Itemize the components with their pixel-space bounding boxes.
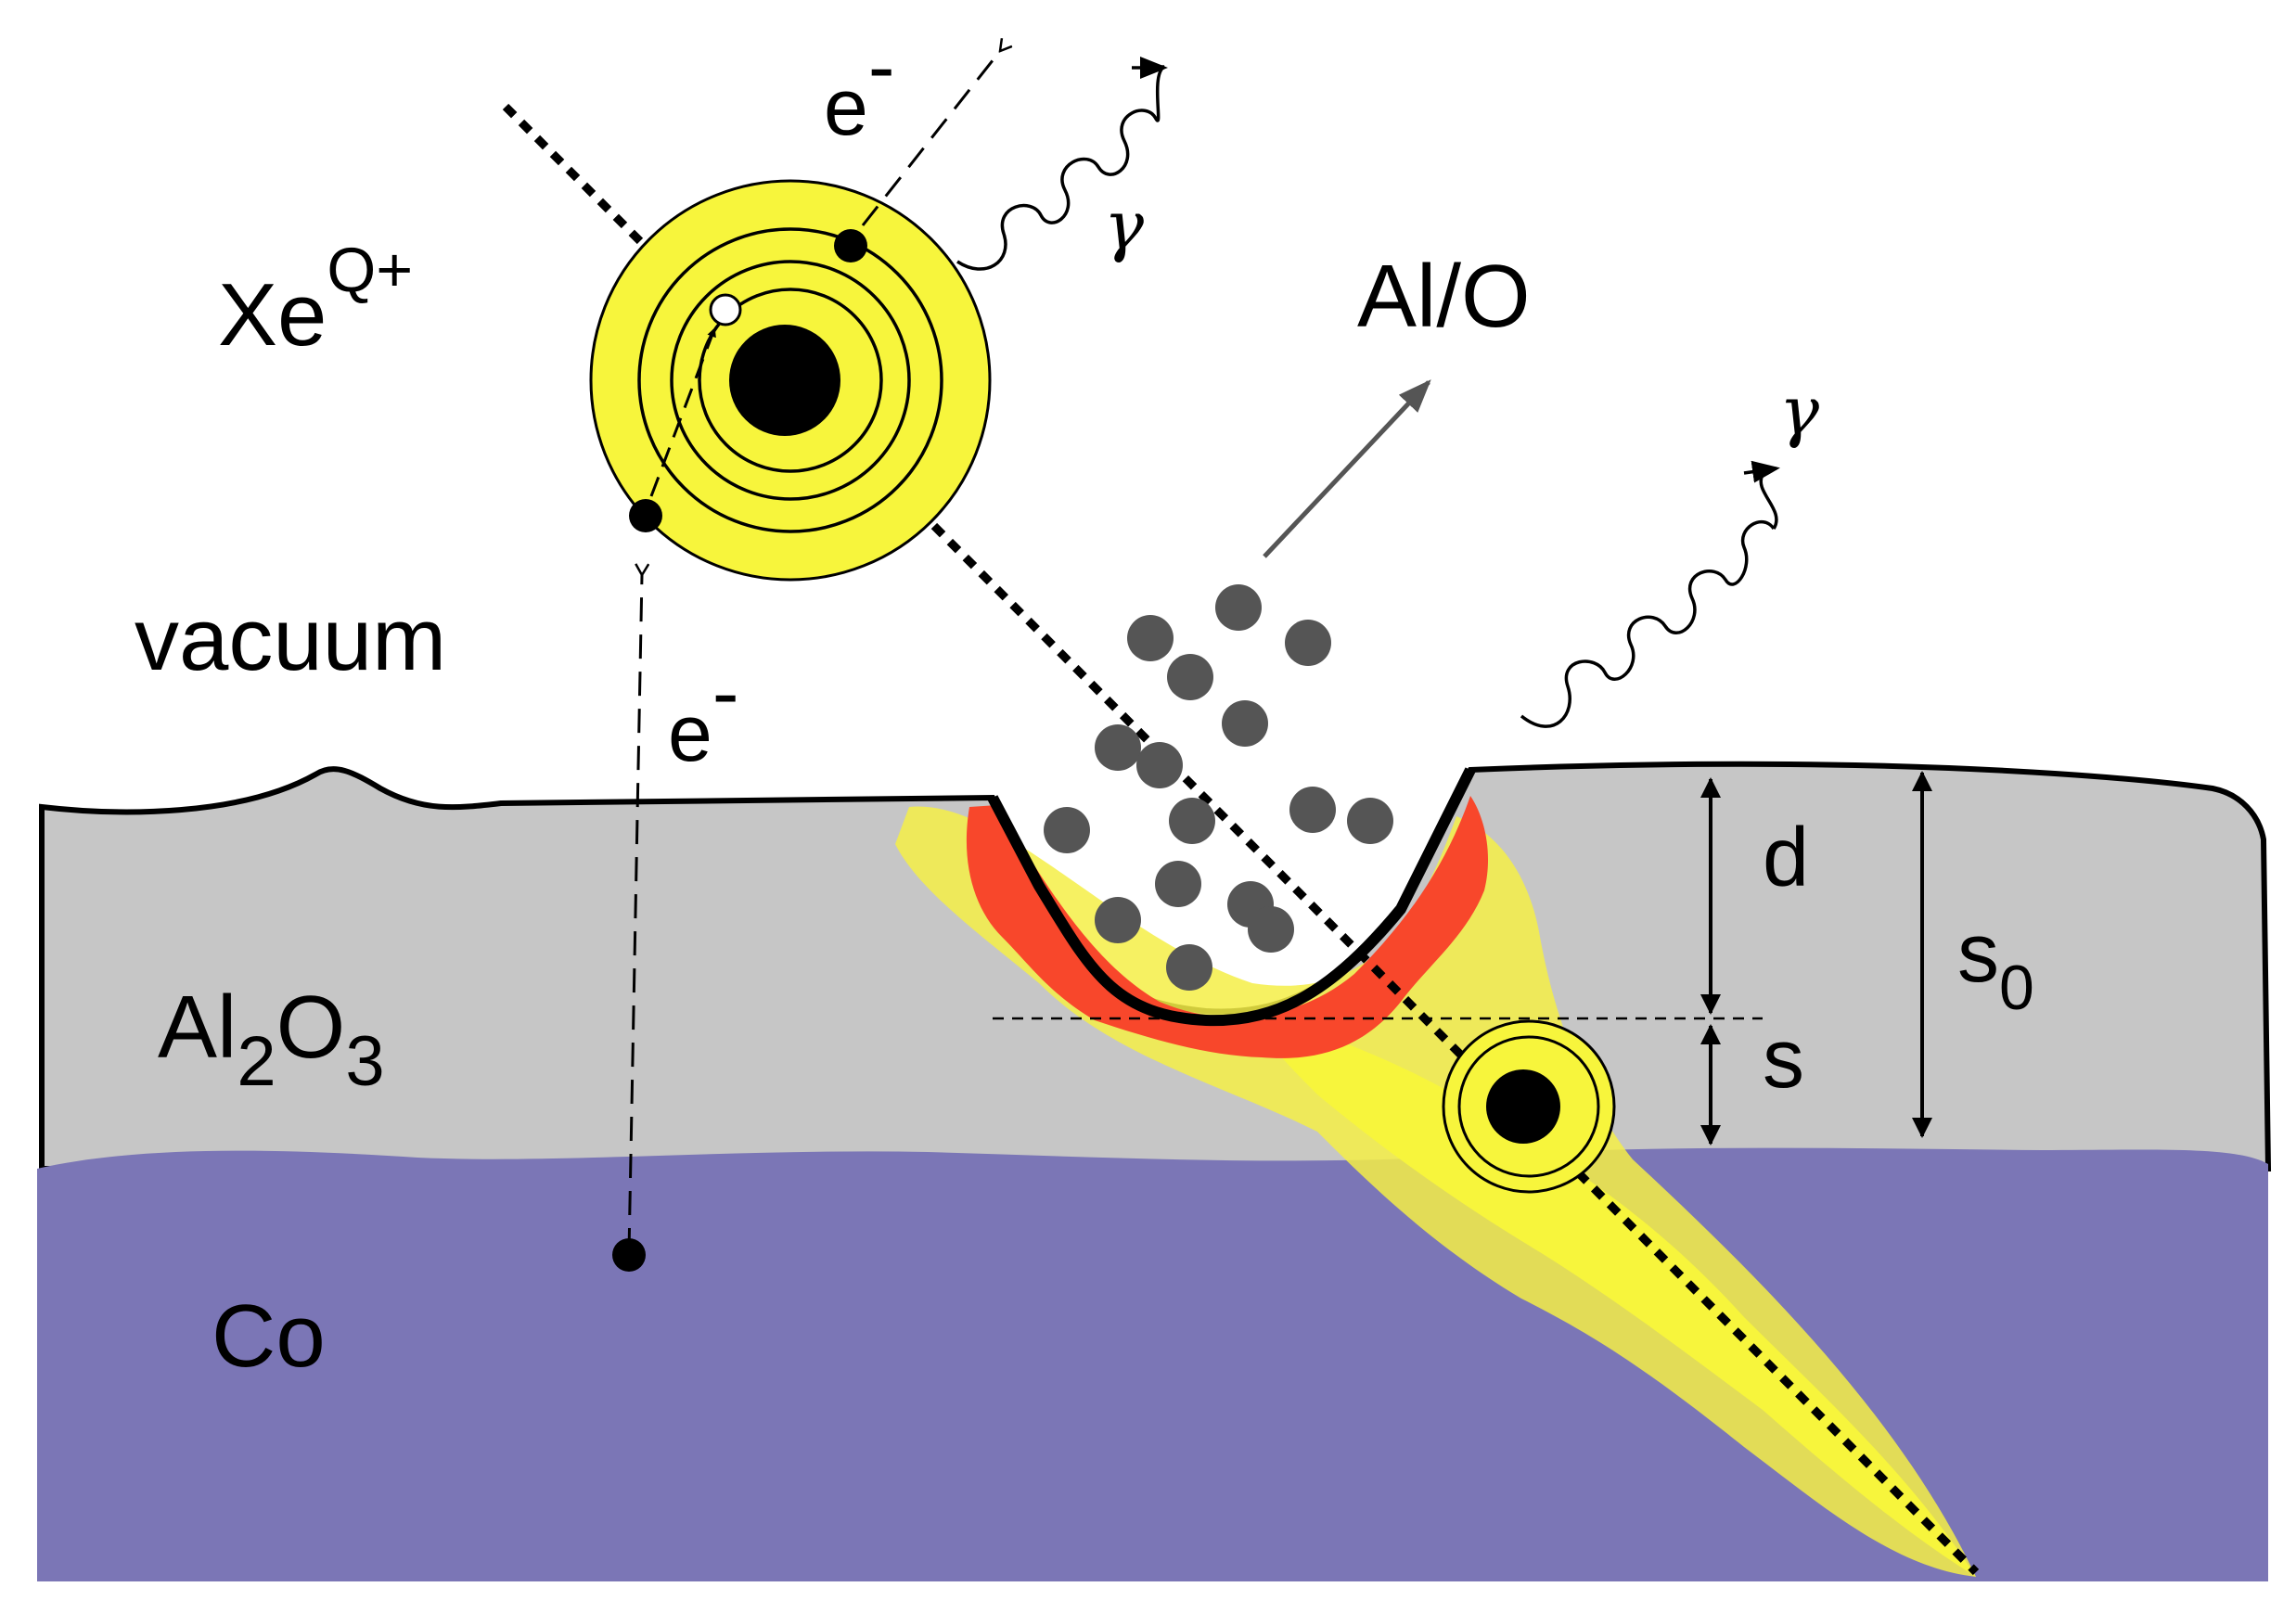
photon-top-icon bbox=[956, 65, 1166, 271]
crater-outline bbox=[987, 767, 1476, 1027]
dim-s0-label: s0 bbox=[1957, 907, 2034, 1023]
captured-electron-icon bbox=[629, 499, 662, 532]
emitted-electron-label: e- bbox=[824, 22, 894, 152]
photon-right-tail bbox=[1759, 474, 1778, 530]
captured-electron-path bbox=[627, 575, 642, 1253]
vacancy-icon bbox=[709, 293, 742, 326]
ion-neutralized bbox=[1442, 1019, 1616, 1194]
nucleus-icon bbox=[1486, 1069, 1560, 1144]
ion-trajectory-outgoing bbox=[915, 506, 1980, 1576]
photon-top-label: γ bbox=[1104, 186, 1145, 264]
emitted-electron-icon bbox=[834, 229, 867, 262]
oxide-label: Al2O3 bbox=[158, 978, 385, 1101]
track-glow bbox=[895, 806, 1976, 1577]
captured-electron-label: e- bbox=[668, 648, 738, 778]
ion-orbit-inner bbox=[698, 288, 883, 473]
sputtered-particle bbox=[1347, 798, 1393, 844]
photon-right-arrowhead bbox=[1743, 460, 1780, 483]
track-core bbox=[1252, 1011, 1976, 1577]
metal-label: Co bbox=[212, 1286, 326, 1386]
sputtered-particle bbox=[1215, 584, 1262, 631]
sputtered-particle bbox=[1289, 787, 1336, 833]
sputtered-particle bbox=[1166, 944, 1212, 991]
ion-orbit-middle bbox=[670, 260, 911, 501]
hot-zone bbox=[966, 796, 1489, 1058]
dim-d-label: d bbox=[1763, 812, 1809, 904]
dim-s-label: s bbox=[1763, 1013, 1804, 1106]
sputtered-particle bbox=[1285, 620, 1331, 666]
photon-right-icon bbox=[1520, 519, 1776, 728]
nucleus-icon bbox=[729, 325, 840, 436]
sputtered-particle bbox=[1222, 700, 1268, 747]
sputtered-particle bbox=[1167, 654, 1213, 700]
photon-right-label: γ bbox=[1779, 372, 1820, 450]
sputtered-particle bbox=[1169, 798, 1215, 844]
sputtered-particles bbox=[1044, 584, 1393, 991]
sputtered-particle bbox=[1155, 861, 1201, 907]
ion-label: XeQ+ bbox=[218, 235, 413, 365]
sputtered-particle bbox=[1248, 906, 1294, 953]
sputtered-particle bbox=[1136, 742, 1183, 788]
sputtered-particle bbox=[1044, 807, 1090, 853]
sputtered-particle bbox=[1127, 615, 1174, 661]
sputter-direction-arrow bbox=[1263, 379, 1431, 558]
vacuum-label: vacuum bbox=[135, 590, 446, 689]
ion-xe bbox=[589, 179, 992, 582]
neutral-ion-orbit bbox=[1457, 1035, 1600, 1178]
sputtered-particle bbox=[1095, 724, 1141, 771]
substrate-electron-icon bbox=[612, 1238, 646, 1272]
sputtered-label: Al/O bbox=[1357, 247, 1531, 346]
sputtered-particle bbox=[1095, 897, 1141, 943]
ion-trajectory-incoming bbox=[502, 103, 648, 250]
ion-orbit-outer bbox=[637, 227, 943, 533]
